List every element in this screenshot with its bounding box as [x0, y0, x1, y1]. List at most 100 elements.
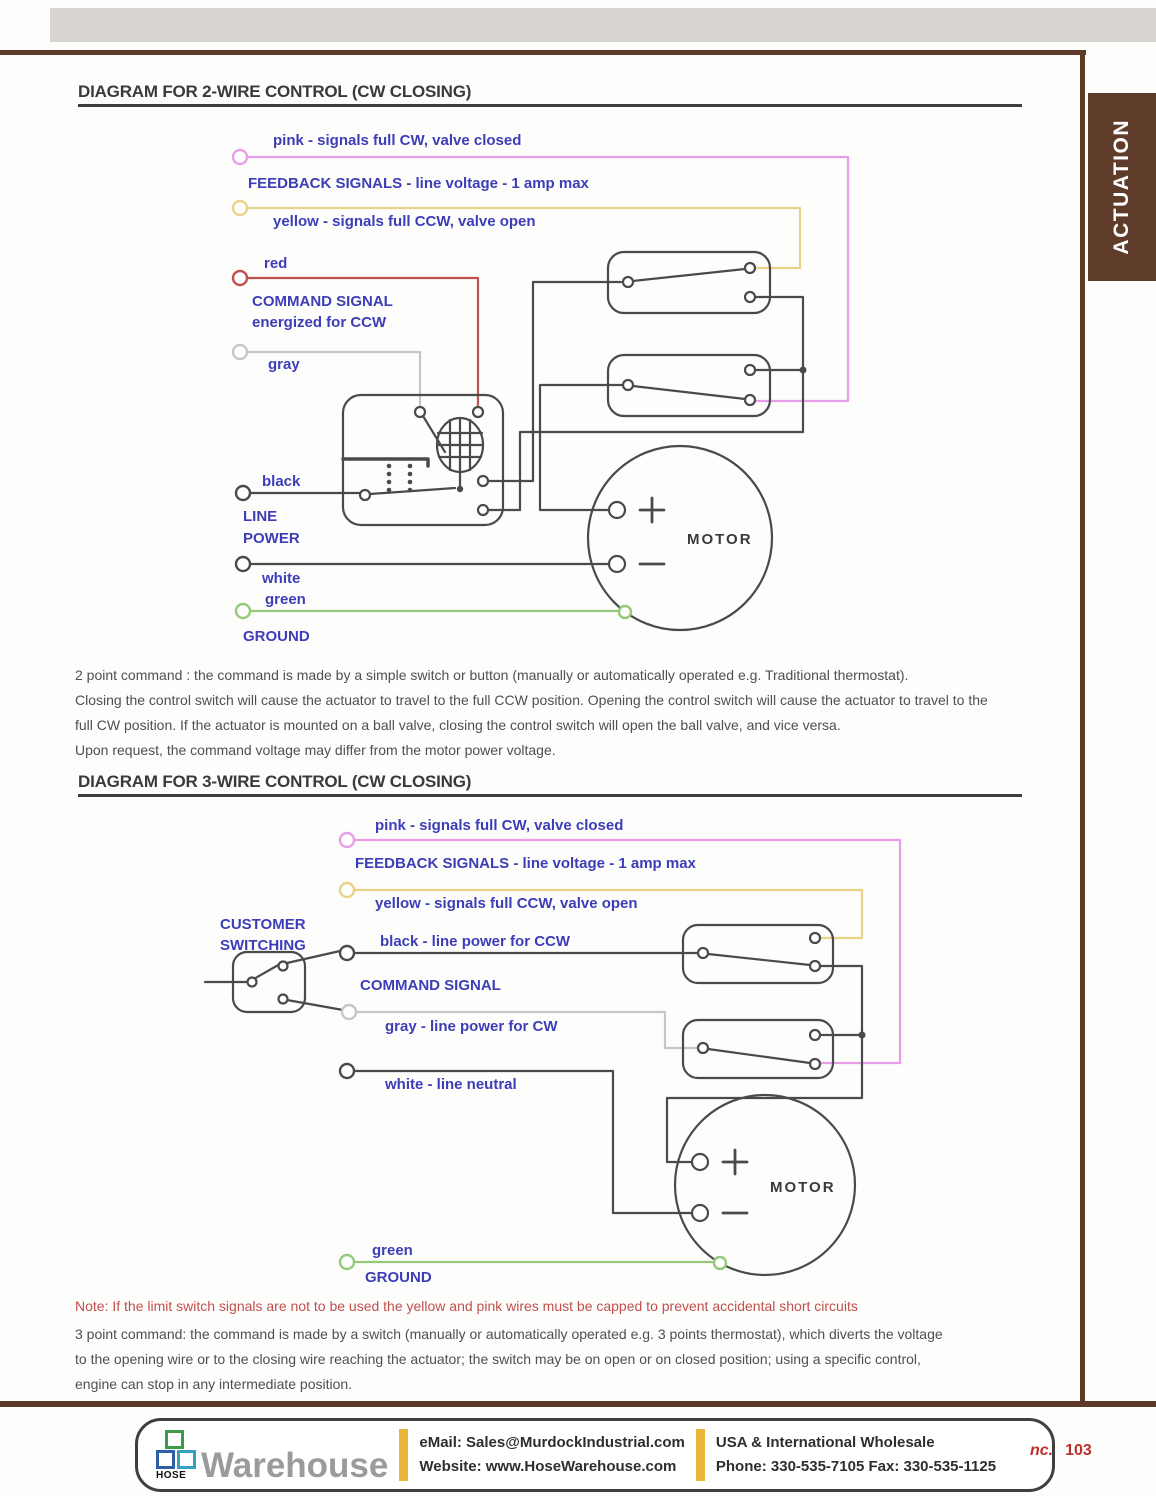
label-pink-2: pink - signals full CW, valve closed — [375, 817, 623, 834]
green-terminal — [234, 602, 252, 620]
upper-limit-switch-2 — [681, 923, 835, 985]
description-2wire: 2 point command : the command is made by… — [75, 667, 988, 758]
label-line: LINE — [243, 508, 277, 525]
blue-square-icon — [156, 1449, 175, 1469]
footer-phone-block: USA & International Wholesale Phone: 330… — [716, 1431, 996, 1479]
diagram2-title: DIAGRAM FOR 3-WIRE CONTROL (CW CLOSING) — [78, 772, 472, 791]
white-terminal-2 — [338, 1062, 356, 1080]
footer-divider-2 — [695, 1429, 705, 1481]
page-number: nc. 103 — [1030, 1442, 1092, 1460]
customer-out-top-wire — [285, 949, 342, 965]
yellow-terminal — [231, 199, 249, 217]
gray-wire-2 — [354, 1010, 699, 1050]
relay-block — [341, 393, 505, 527]
label-white-2: white - line neutral — [384, 1076, 517, 1093]
label-customer: CUSTOMER — [220, 916, 306, 933]
label-command-1a: COMMAND SIGNAL — [252, 293, 393, 310]
white-wire-2 — [352, 1069, 693, 1215]
lower-limit-switch-2 — [681, 1018, 835, 1080]
pink-terminal-2 — [338, 831, 356, 849]
teal-square-icon — [177, 1449, 196, 1469]
upper-limit-switch — [606, 250, 772, 315]
pink-wire — [245, 155, 850, 403]
switch-to-motor-wire — [665, 964, 864, 1164]
red-terminal — [231, 269, 249, 287]
page-top-scan-band — [50, 8, 1156, 42]
customer-switch — [231, 950, 307, 1014]
yellow-wire-2 — [352, 888, 864, 940]
green-square-icon — [165, 1429, 184, 1449]
logo-squares-icon: HOSE — [156, 1429, 196, 1481]
label-white-1: white — [261, 570, 300, 587]
yellow-terminal-2 — [338, 881, 356, 899]
gray-wire — [245, 350, 422, 407]
label-power: POWER — [243, 530, 300, 547]
label-command-2: COMMAND SIGNAL — [360, 977, 501, 994]
junction-dot-2 — [858, 1031, 866, 1039]
green-terminal-2 — [338, 1253, 356, 1271]
motor2-ground-terminal — [712, 1255, 728, 1271]
lower-switch-to-motor-wire — [538, 383, 625, 512]
page-number-prefix: nc. — [1030, 1442, 1054, 1459]
relay-to-switch-bottom-wire — [486, 295, 805, 512]
right-brown-rule — [1080, 50, 1085, 1406]
bottom-brown-rule — [0, 1401, 1156, 1407]
footer-divider-1 — [399, 1429, 409, 1481]
pink-wire-2 — [352, 838, 902, 1065]
page-number-value: 103 — [1065, 1442, 1092, 1459]
relay-contact-dots — [386, 463, 413, 493]
gray-terminal-2 — [340, 1003, 358, 1021]
logo-warehouse-text: Warehouse — [201, 1445, 389, 1485]
pink-terminal — [231, 148, 249, 166]
description-3wire: 3 point command: the command is made by … — [75, 1326, 943, 1392]
red-wire — [245, 276, 480, 407]
label-ground-2: GROUND — [365, 1269, 432, 1286]
footer-website: Website: www.HoseWarehouse.com — [419, 1458, 677, 1475]
diagram-3wire: MOTOR pink - signals full CW, valve clos… — [203, 817, 902, 1286]
label-green-1: green — [265, 591, 306, 608]
diagram2-title-underline — [78, 794, 1022, 797]
footer-phone-fax: Phone: 330-535-7105 Fax: 330-535-1125 — [715, 1458, 997, 1475]
hose-warehouse-logo: HOSE Warehouse — [156, 1429, 389, 1485]
diagram-2wire: MOTOR pink - signals full CW, valve clos… — [231, 132, 850, 645]
footer-contact-bar: HOSE Warehouse eMail: Sales@MurdockIndus… — [135, 1418, 1055, 1492]
motor-2: MOTOR — [673, 1093, 857, 1277]
footer-email-website: eMail: Sales@MurdockIndustrial.com Websi… — [419, 1431, 685, 1479]
actuation-tab-label: ACTUATION — [1110, 119, 1133, 255]
gray-terminal — [231, 343, 249, 361]
relay-to-upper-switch-wire — [486, 280, 623, 483]
label-black-1: black — [262, 473, 301, 490]
actuation-side-tab: ACTUATION — [1088, 93, 1156, 281]
label-ground-1: GROUND — [243, 628, 310, 645]
black-terminal — [234, 484, 252, 502]
label-switching: SWITCHING — [220, 937, 306, 954]
junction-dot — [799, 366, 807, 374]
label-red-1: red — [264, 255, 287, 272]
motor-1: MOTOR — [586, 444, 774, 632]
motor1-ground-terminal — [617, 604, 633, 620]
lower-limit-switch — [606, 353, 772, 418]
motor1-label: MOTOR — [687, 531, 753, 548]
label-yellow-1: yellow - signals full CCW, valve open — [273, 213, 536, 230]
footer-wholesale: USA & International Wholesale — [715, 1434, 935, 1451]
label-black-2: black - line power for CCW — [380, 933, 571, 950]
label-feedback-1: FEEDBACK SIGNALS - line voltage - 1 amp … — [248, 175, 590, 192]
label-pink-1: pink - signals full CW, valve closed — [273, 132, 521, 149]
label-yellow-2: yellow - signals full CCW, valve open — [375, 895, 638, 912]
diagram1-title: DIAGRAM FOR 2-WIRE CONTROL (CW CLOSING) — [78, 82, 472, 101]
label-gray-2: gray - line power for CW — [385, 1018, 558, 1035]
label-green-2: green — [372, 1242, 413, 1259]
diagram1-title-underline — [78, 104, 1022, 107]
label-feedback-2: FEEDBACK SIGNALS - line voltage - 1 amp … — [355, 855, 697, 872]
top-brown-rule — [0, 50, 1086, 55]
motor2-label: MOTOR — [770, 1179, 836, 1196]
white-terminal — [234, 555, 252, 573]
yellow-wire — [245, 206, 802, 270]
footer-email: eMail: Sales@MurdockIndustrial.com — [419, 1434, 685, 1451]
label-command-1b: energized for CCW — [252, 314, 387, 331]
customer-out-bottom-wire — [285, 998, 345, 1012]
black-terminal-2 — [338, 944, 356, 962]
logo-hose-text: HOSE — [156, 1469, 187, 1481]
note-limit-switch: Note: If the limit switch signals are no… — [75, 1298, 858, 1314]
